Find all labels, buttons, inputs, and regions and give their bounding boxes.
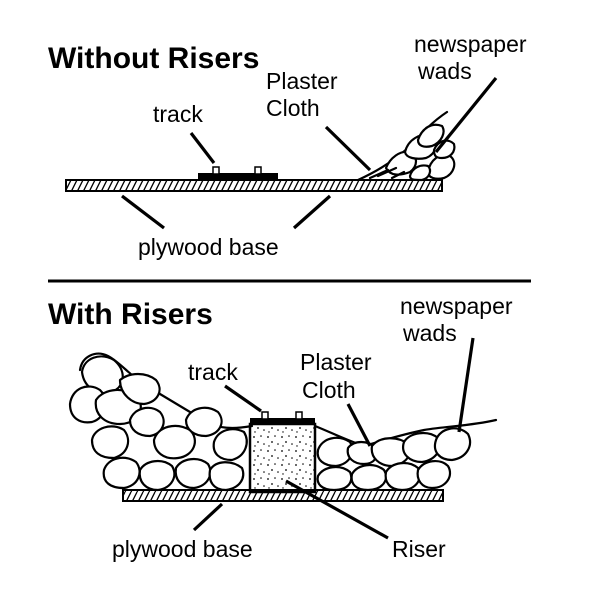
leader-track — [189, 132, 216, 164]
label-newspaper-line2: wads — [417, 58, 472, 84]
leader-newspaper-wads — [457, 337, 475, 433]
label-track: track — [153, 101, 203, 127]
newspaper-wads — [68, 352, 254, 492]
leader-plaster-cloth — [346, 403, 372, 447]
track — [250, 411, 315, 425]
leader-plaster-cloth — [324, 125, 372, 172]
leader-track — [224, 384, 262, 413]
leader-plywood-left — [121, 194, 165, 230]
plywood-base — [65, 179, 443, 192]
label-plywood-base: plywood base — [138, 234, 279, 260]
leader-riser — [285, 479, 389, 540]
panel-with-risers: With Risers — [48, 293, 513, 562]
label-newspaper-line1: newspaper — [414, 31, 527, 57]
leader-plywood — [192, 502, 224, 532]
leader-plywood-right — [292, 194, 332, 230]
panel-without-risers: Without Risers track Plaster Cl — [48, 31, 527, 260]
label-plaster-line2: Cloth — [266, 95, 320, 121]
label-newspaper-line2: wads — [402, 320, 457, 346]
label-plywood-base: plywood base — [112, 536, 253, 562]
label-plaster-line2: Cloth — [302, 377, 356, 403]
label-riser: Riser — [392, 536, 446, 562]
label-track: track — [188, 359, 238, 385]
riser-block — [248, 422, 317, 494]
label-plaster-line1: Plaster — [266, 68, 338, 94]
panel-title: Without Risers — [48, 42, 259, 75]
newspaper-wads — [313, 418, 498, 492]
panel-title: With Risers — [48, 298, 213, 331]
track — [198, 166, 278, 181]
label-plaster-line1: Plaster — [300, 349, 372, 375]
label-newspaper-line1: newspaper — [400, 293, 513, 319]
newspaper-wads — [356, 110, 456, 182]
leader-newspaper-wads — [434, 76, 498, 154]
